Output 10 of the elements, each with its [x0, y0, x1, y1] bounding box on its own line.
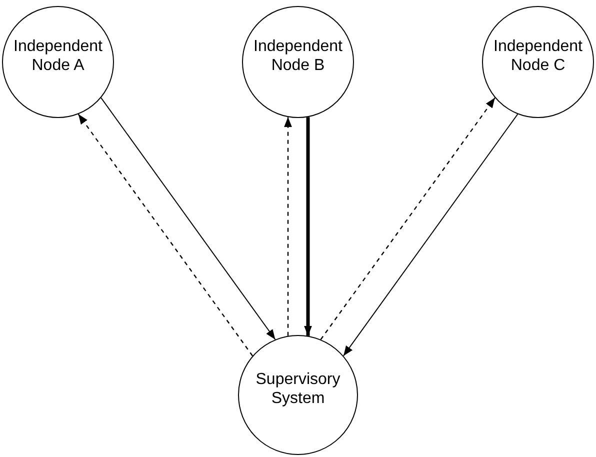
node-label: Independent Node C	[492, 37, 584, 75]
arrow	[78, 114, 254, 356]
arrow	[320, 97, 496, 340]
node-label: Independent Node A	[12, 37, 104, 75]
node-label: Supervisory System	[254, 370, 342, 408]
arrow	[304, 117, 312, 336]
arrow	[284, 117, 292, 336]
arrow	[100, 97, 276, 340]
arrow	[342, 114, 518, 356]
node-label: Independent Node B	[252, 37, 344, 75]
